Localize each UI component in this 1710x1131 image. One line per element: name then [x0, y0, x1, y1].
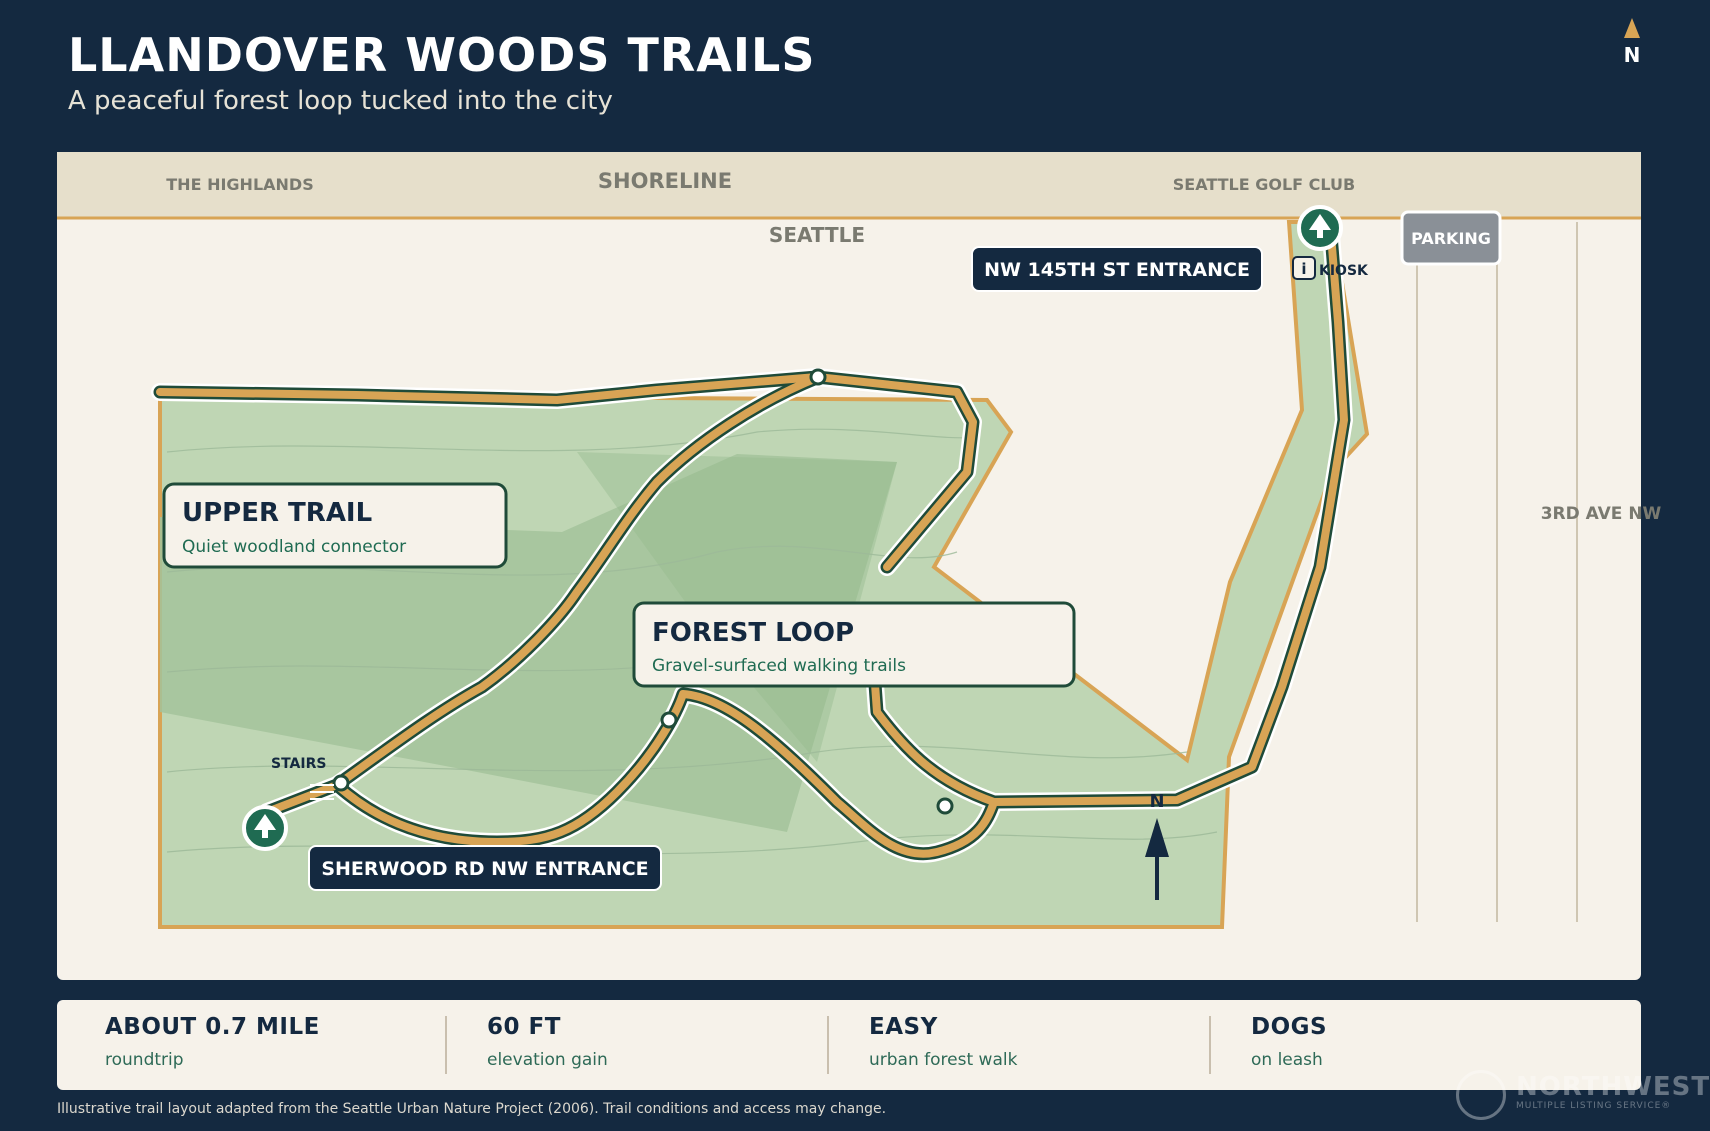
page-subtitle: A peaceful forest loop tucked into the c… [68, 86, 613, 116]
entrance-north-text: NW 145TH ST ENTRANCE [984, 259, 1250, 281]
stat-label: elevation gain [487, 1050, 608, 1070]
callout-forest-loop [632, 601, 1076, 688]
area-label-shoreline: SHORELINE [598, 169, 732, 193]
stat-dogs: DOGS on leash [1251, 1014, 1327, 1070]
stat-label: urban forest walk [869, 1050, 1018, 1070]
entrance-south-text: SHERWOOD RD NW ENTRANCE [321, 858, 648, 880]
stat-elevation: 60 FT elevation gain [487, 1014, 608, 1070]
kiosk-icon-glyph: i [1301, 260, 1306, 278]
area-label-seattle: SEATTLE [769, 223, 865, 247]
watermark-sub: MULTIPLE LISTING SERVICE® [1516, 1101, 1672, 1111]
callout-forest-title: FOREST LOOP [652, 618, 854, 648]
north-boundary-band [57, 152, 1641, 217]
footnote: Illustrative trail layout adapted from t… [57, 1101, 887, 1117]
parking-badge[interactable] [1400, 210, 1502, 266]
trail-junction-node [809, 368, 827, 386]
stat-value: 60 FT [487, 1014, 561, 1040]
stat-value: ABOUT 0.7 MILE [105, 1014, 320, 1040]
stat-label: on leash [1251, 1050, 1323, 1070]
entrance-label-south[interactable] [308, 845, 662, 891]
callout-upper-desc: Quiet woodland connector [182, 537, 406, 557]
stat-distance: ABOUT 0.7 MILE roundtrip [105, 1014, 320, 1070]
parking-label: PARKING [1411, 229, 1491, 248]
callout-upper-trail [162, 482, 508, 569]
trail-map: THE HIGHLANDS SHORELINE SEATTLE GOLF CLU… [57, 152, 1662, 980]
callout-forest-desc: Gravel-surfaced walking trails [652, 656, 906, 676]
stat-divider [1209, 1016, 1211, 1074]
street-label-3rd-ave: 3RD AVE NW [1541, 504, 1662, 524]
stairs-icon [310, 784, 334, 800]
area-label-golf-club: SEATTLE GOLF CLUB [1173, 175, 1355, 194]
trail-junction-node [332, 774, 350, 792]
stat-label: roundtrip [105, 1050, 184, 1070]
nwmls-logo-icon [1456, 1070, 1506, 1120]
watermark-logo: NORTHWEST MULTIPLE LISTING SERVICE® [1452, 1070, 1709, 1120]
north-marker-label: N [1149, 791, 1164, 812]
stat-divider [827, 1016, 829, 1074]
north-arrow-marker-icon [1145, 818, 1169, 900]
north-arrow-icon: N [1624, 18, 1641, 67]
entrance-label-north[interactable] [971, 246, 1263, 292]
callout-upper-title: UPPER TRAIL [182, 498, 372, 528]
tree-entrance-icon-south[interactable] [242, 805, 288, 851]
trail-junction-node [936, 797, 954, 815]
stat-value: EASY [869, 1014, 938, 1040]
page-title: LLANDOVER WOODS TRAILS [68, 28, 816, 82]
tree-entrance-icon-north[interactable] [1297, 205, 1343, 251]
stat-divider [445, 1016, 447, 1074]
trail-junction-node [660, 711, 678, 729]
compass-label: N [1624, 43, 1641, 67]
kiosk-info-icon[interactable] [1292, 256, 1316, 280]
stat-difficulty: EASY urban forest walk [869, 1014, 1017, 1070]
kiosk-label: KIOSK [1319, 263, 1369, 279]
watermark-name: NORTHWEST [1516, 1072, 1710, 1102]
trail-stats-bar: ABOUT 0.7 MILE roundtrip 60 FT elevation… [57, 1000, 1641, 1090]
stat-value: DOGS [1251, 1014, 1328, 1040]
stairs-label: STAIRS [271, 756, 326, 772]
area-label-highlands: THE HIGHLANDS [166, 175, 313, 194]
